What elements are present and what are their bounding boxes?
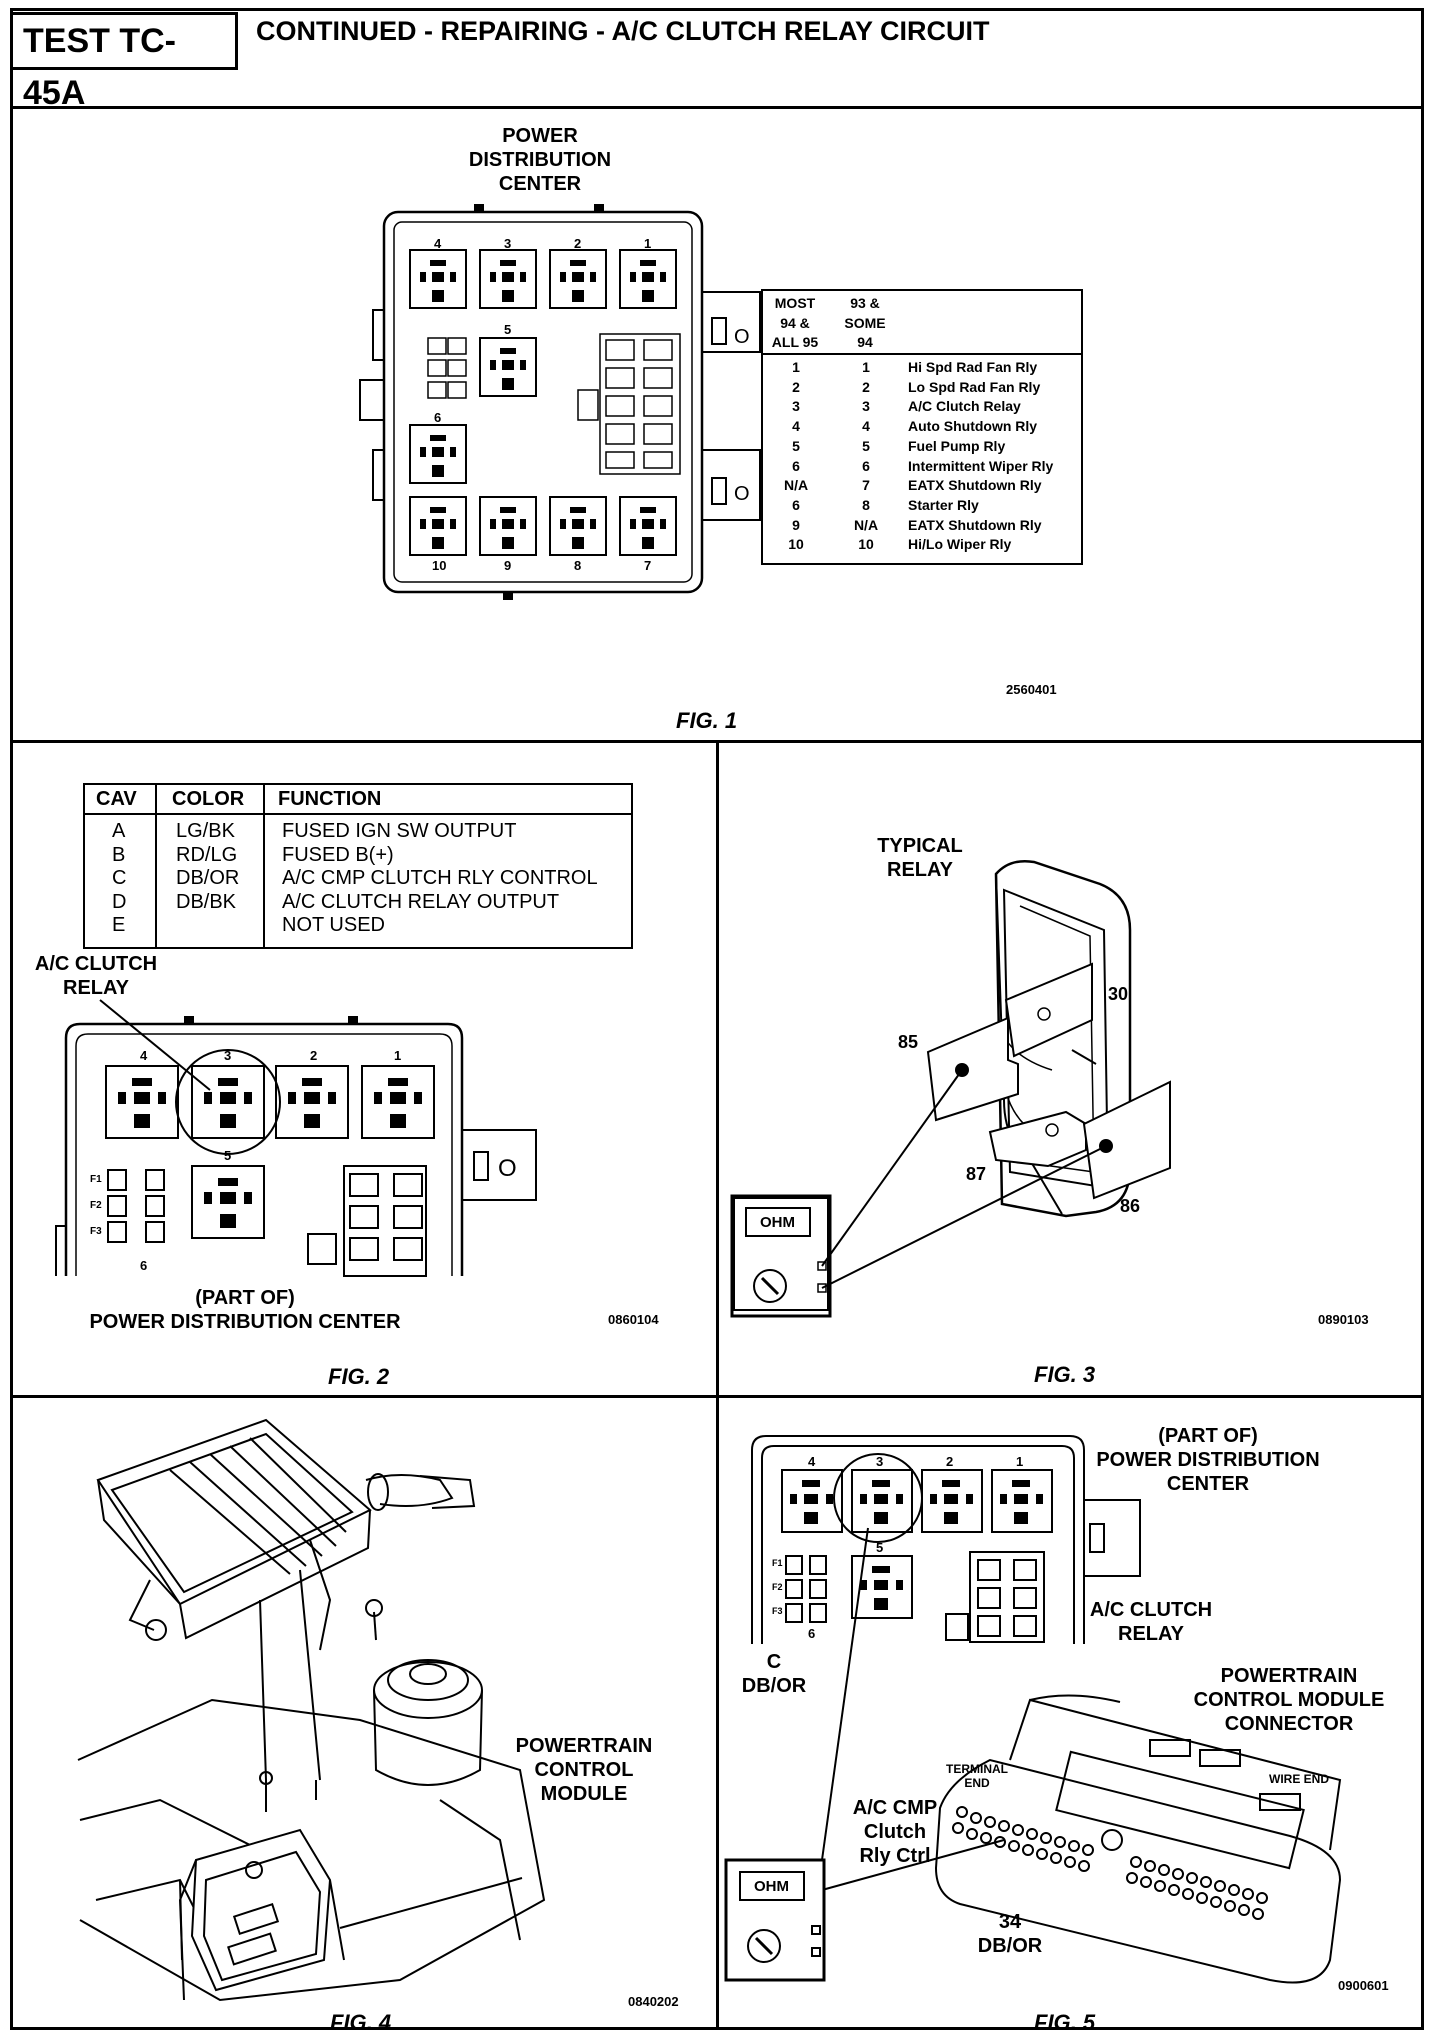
- fig1-relay-num-3: 3: [504, 236, 512, 251]
- fig3-label: FIG. 3: [1034, 1362, 1096, 1387]
- fig5-relay-num-6: 6: [808, 1626, 816, 1641]
- fig1-relay-num-4: 4: [434, 236, 442, 251]
- page-title: CONTINUED - REPAIRING - A/C CLUTCH RELAY…: [256, 16, 990, 46]
- fig2-label: FIG. 2: [328, 1364, 390, 1389]
- fig5-relay-label: A/C CLUTCH RELAY: [1089, 1599, 1213, 1645]
- fig5-fuse-f3: F3: [772, 1606, 783, 1616]
- svg-text:O: O: [734, 326, 750, 348]
- fig1-table-frame: [761, 289, 1083, 565]
- fig1-relay-num-7: 7: [644, 558, 652, 573]
- fig5-relay-num-4: 4: [808, 1454, 816, 1469]
- fig3-terminal-85: 85: [898, 1032, 919, 1052]
- fig2-fuse-f3: F3: [90, 1226, 102, 1237]
- fig1-relay-num-5: 5: [504, 322, 512, 337]
- fig4-pcm-callout: POWERTRAIN CONTROL MODULE: [515, 1735, 653, 1805]
- fig2-relay-label: A/C CLUTCH RELAY: [34, 953, 158, 999]
- fig3-terminal-30: 30: [1108, 984, 1129, 1004]
- fig1-table-col2-header: 93 & SOME 94: [844, 295, 886, 351]
- fig2-relay-num-4: 4: [140, 1048, 148, 1063]
- fig3-image-code: 0890103: [1318, 1312, 1369, 1327]
- svg-text:O: O: [734, 483, 750, 505]
- fig1-pdc-diagram: O O: [359, 204, 761, 600]
- fig1-relay-num-1: 1: [644, 236, 652, 251]
- fig4-image-code: 0840202: [628, 1994, 679, 2009]
- fig5-circuit-label: A/C CMP Clutch Rly Ctrl: [852, 1797, 938, 1867]
- fig1-relay-num-6: 6: [434, 410, 442, 425]
- fig3-terminal-87: 87: [966, 1164, 987, 1184]
- fig5-fuse-f2: F2: [772, 1582, 783, 1592]
- fig1-table-col1-header: MOST 94 & ALL 95: [771, 295, 819, 351]
- page-frame: [10, 8, 1424, 2030]
- fig1-image-code: 2560401: [1006, 682, 1057, 697]
- fig5-wire-end-label: WIRE END: [1269, 1772, 1329, 1786]
- fig2-fuse-f2: F2: [90, 1200, 102, 1211]
- fig2-table-header-function: FUNCTION: [278, 788, 382, 810]
- fig2-fuse-f1: F1: [90, 1174, 102, 1185]
- fig2-relay-num-5: 5: [224, 1148, 232, 1163]
- fig1-relay-num-10: 10: [432, 558, 447, 573]
- header-divider: [10, 106, 1424, 109]
- fig3-meter-display: OHM: [760, 1214, 795, 1231]
- fig2-relay-num-3: 3: [224, 1048, 232, 1063]
- fig3-title: TYPICAL RELAY: [877, 835, 963, 881]
- test-id-badge: TEST TC-45A: [10, 12, 238, 112]
- fig5-pdc-caption: (PART OF) POWER DISTRIBUTION CENTER: [1096, 1425, 1320, 1495]
- fig4-label: FIG. 4: [330, 2010, 392, 2035]
- fig2-caption: (PART OF) POWER DISTRIBUTION CENTER: [89, 1287, 401, 1333]
- fig5-pcm-connector-label: POWERTRAIN CONTROL MODULE CONNECTOR: [1193, 1665, 1385, 1735]
- fig5-terminal-end-label: TERMINAL END: [946, 1762, 1008, 1791]
- fig5-relay-num-2: 2: [946, 1454, 954, 1469]
- fig1-label: FIG. 1: [676, 708, 738, 733]
- fig2-relay-num-6: 6: [140, 1258, 148, 1273]
- column-divider: [716, 742, 719, 2028]
- fig2-relay-num-2: 2: [310, 1048, 318, 1063]
- fig5-relay-num-1: 1: [1016, 1454, 1024, 1469]
- fig1-relay-num-9: 9: [504, 558, 512, 573]
- fig5-relay-num-3: 3: [876, 1454, 884, 1469]
- fig2-table-header-cav: CAV: [96, 788, 137, 810]
- fig3-terminal-86: 86: [1120, 1196, 1141, 1216]
- fig2-image-code: 0860104: [608, 1312, 659, 1327]
- fig5-image-code: 0900601: [1338, 1978, 1389, 1993]
- fig5-fuse-f1: F1: [772, 1558, 783, 1568]
- fig2-table-header-color: COLOR: [172, 788, 245, 810]
- fig5-label: FIG. 5: [1034, 2010, 1096, 2035]
- row1-divider: [10, 740, 1424, 743]
- fig5-cavity-label: C DB/OR: [741, 1651, 807, 1697]
- fig1-relay-num-2: 2: [574, 236, 582, 251]
- fig2-relay-num-1: 1: [394, 1048, 402, 1063]
- fig1-relay-num-8: 8: [574, 558, 582, 573]
- fig1-title: POWER DISTRIBUTION CENTER: [468, 125, 612, 195]
- svg-text:O: O: [498, 1155, 517, 1182]
- fig5-pin-label: 34 DB/OR: [977, 1911, 1043, 1957]
- fig5-relay-num-5: 5: [876, 1540, 884, 1555]
- fig5-meter-display: OHM: [754, 1878, 789, 1895]
